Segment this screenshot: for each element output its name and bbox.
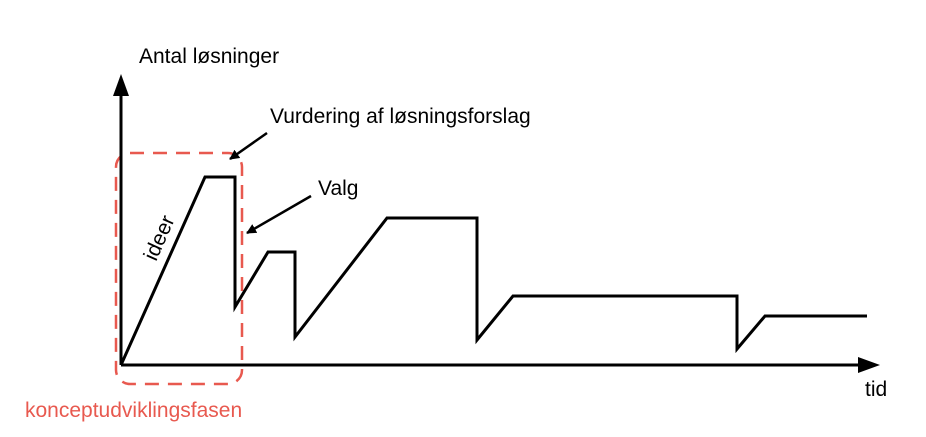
y-axis-label: Antal løsninger — [139, 45, 279, 68]
choice-pointer-arrow — [246, 194, 312, 235]
choice-label: Valg — [318, 177, 358, 200]
evaluation-pointer-arrow — [229, 131, 268, 161]
ideas-label: ideer — [140, 212, 180, 264]
x-axis-label: tid — [865, 378, 887, 401]
concept-phase-box — [114, 151, 244, 386]
x-axis-arrowhead — [858, 357, 880, 373]
y-axis-arrowhead — [113, 74, 129, 96]
solution-count-line — [119, 175, 867, 366]
evaluation-label: Vurdering af løsningsforslag — [270, 105, 531, 128]
phase-label: konceptudviklingsfasen — [25, 399, 242, 422]
